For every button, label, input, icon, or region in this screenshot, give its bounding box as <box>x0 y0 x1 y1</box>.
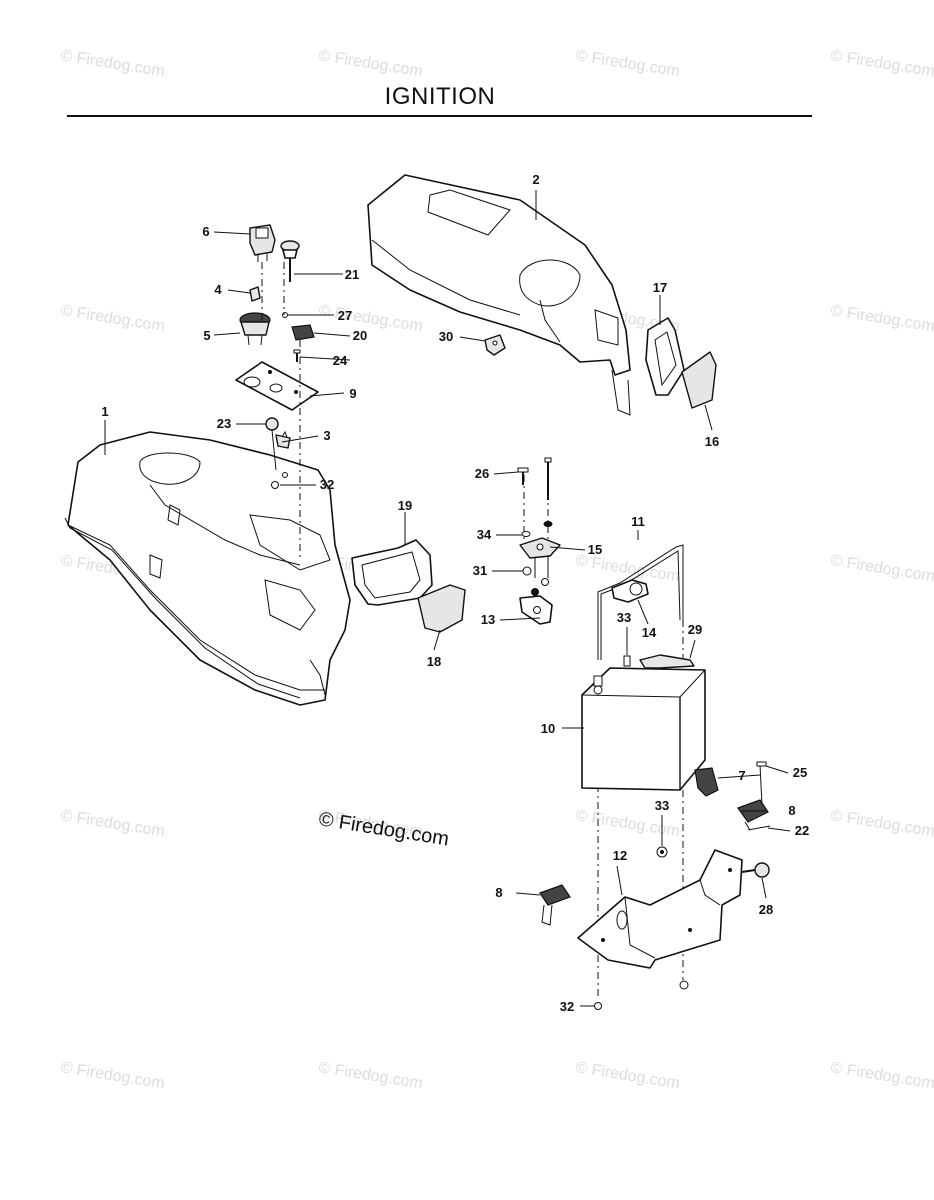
callout-15: 15 <box>588 542 602 557</box>
part-29-bolt <box>639 654 695 669</box>
callout-20: 20 <box>353 328 367 343</box>
part-17-bezel <box>645 317 685 396</box>
watermark-text: © Firedog.com <box>317 1059 424 1092</box>
part-23-knob <box>265 417 279 431</box>
callout-32-lower: 32 <box>560 999 574 1014</box>
callout-7: 7 <box>738 768 745 783</box>
part-13-solenoid-bracket <box>519 595 553 625</box>
part-9-mount-plate <box>235 361 319 411</box>
callout-18: 18 <box>427 654 441 669</box>
callout-23: 23 <box>217 416 231 431</box>
part-31-nut <box>522 566 549 596</box>
part-20-switch <box>291 324 315 341</box>
callout-33-upper: 33 <box>617 610 631 625</box>
watermark-text: © Firedog.com <box>829 552 934 585</box>
callout-10: 10 <box>541 721 555 736</box>
part-12-battery-tray <box>577 849 743 969</box>
part-21-plunger <box>280 240 300 282</box>
callout-9: 9 <box>349 386 356 401</box>
watermark-text: © Firedog.com <box>574 552 681 585</box>
watermark-text: © Firedog.com <box>59 1059 166 1092</box>
watermark-text: © Firedog.com <box>829 302 934 335</box>
part-1-lower-shroud <box>64 431 351 706</box>
part-8-switch-lower <box>539 884 571 926</box>
part-16-cover <box>681 351 717 409</box>
callout-33-lower: 33 <box>655 798 669 813</box>
callout-labels: 1 2 3 4 5 6 7 8 8 9 10 11 12 13 14 15 16… <box>101 172 809 1014</box>
callout-8-lower: 8 <box>495 885 502 900</box>
callout-22: 22 <box>795 823 809 838</box>
page-title: IGNITION <box>385 83 496 110</box>
watermark-text: © Firedog.com <box>829 1059 934 1092</box>
watermark-text: © Firedog.com <box>59 807 166 840</box>
watermark-text: © Firedog.com <box>59 47 166 80</box>
part-33-bolt-upper <box>623 655 631 667</box>
callout-4: 4 <box>214 282 222 297</box>
part-33-nut-lower <box>656 846 668 858</box>
callout-5: 5 <box>203 328 210 343</box>
callout-31: 31 <box>473 563 487 578</box>
part-34-washer <box>521 521 553 537</box>
part-5-key-switch <box>239 312 271 346</box>
watermark-text: © Firedog.com <box>829 807 934 840</box>
watermark-text: © Firedog.com <box>574 47 681 80</box>
part-30-bracket <box>484 334 506 356</box>
callout-13: 13 <box>481 612 495 627</box>
callout-2: 2 <box>532 172 539 187</box>
callout-14: 14 <box>642 625 657 640</box>
callout-16: 16 <box>705 434 719 449</box>
watermark-text: © Firedog.com <box>317 47 424 80</box>
part-15-bracket <box>519 537 561 578</box>
callout-24: 24 <box>333 353 348 368</box>
callout-1: 1 <box>101 404 108 419</box>
part-18-cover <box>417 584 466 633</box>
callout-8-right: 8 <box>788 803 795 818</box>
part-26-bolt <box>517 467 529 485</box>
bolt-upper <box>544 457 552 500</box>
part-28-knob <box>741 862 770 878</box>
callout-26: 26 <box>475 466 489 481</box>
watermark-text: © Firedog.com <box>59 302 166 335</box>
callout-11: 11 <box>631 514 645 529</box>
callout-6: 6 <box>202 224 209 239</box>
callout-17: 17 <box>653 280 667 295</box>
part-25-screw <box>756 761 767 806</box>
part-32-nut-upper <box>271 472 288 489</box>
part-7-switch <box>694 767 719 797</box>
callout-34: 34 <box>477 527 492 542</box>
callout-28: 28 <box>759 902 773 917</box>
watermark-text: © Firedog.com <box>574 1059 681 1092</box>
part-10-battery <box>581 667 706 791</box>
leader-lines <box>104 190 791 1007</box>
part-24-screw <box>293 349 301 362</box>
part-8-switch-right <box>737 799 769 831</box>
part-19-bezel <box>351 539 433 606</box>
callout-32-upper: 32 <box>320 477 334 492</box>
callout-12: 12 <box>613 848 627 863</box>
part-6-switch <box>249 224 276 262</box>
callout-30: 30 <box>439 329 453 344</box>
part-27-screw <box>282 312 288 318</box>
part-14-connector <box>611 579 649 603</box>
callout-3: 3 <box>323 428 330 443</box>
part-32-nut-lower <box>594 980 689 1010</box>
part-4-clip <box>249 286 261 302</box>
part-22-bracket <box>747 825 771 831</box>
callout-29: 29 <box>688 622 702 637</box>
callout-27: 27 <box>338 308 352 323</box>
callout-19: 19 <box>398 498 412 513</box>
watermark-text: © Firedog.com <box>829 47 934 80</box>
callout-25: 25 <box>793 765 807 780</box>
watermark-text: © Firedog.com <box>317 302 424 335</box>
callout-21: 21 <box>345 267 359 282</box>
copyright-text: © Firedog.com <box>317 808 450 850</box>
part-2-upper-panel <box>367 174 631 416</box>
